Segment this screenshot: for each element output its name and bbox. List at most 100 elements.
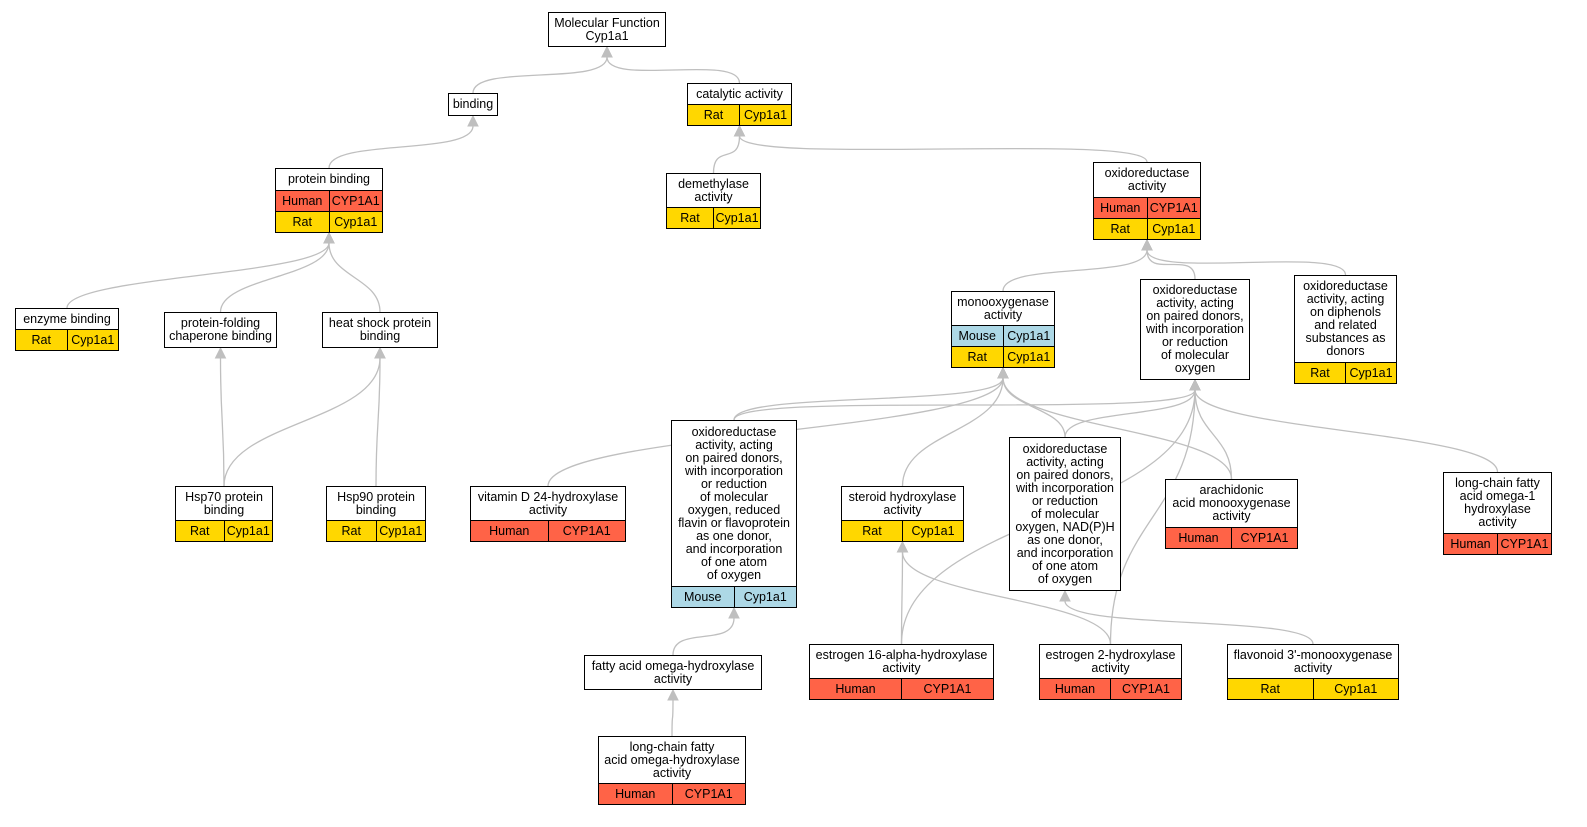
edge-hsp90-to-hsp-binding [375,357,381,487]
edge-arrowhead [1189,378,1201,391]
edge-arrowhead [997,366,1009,379]
annotation-row: Human CYP1A1 [1040,678,1181,699]
species-cell: Rat [967,349,987,364]
gene-cell: Cyp1a1 [713,208,760,228]
term-title: binding [452,97,494,111]
term-title: steroid hydroxylase activity [848,489,957,517]
species-cell: Human [835,681,876,696]
edge-arrowhead [1059,589,1071,602]
term-node-paired-donors[interactable]: oxidoreductase activity, acting on paire… [1140,279,1250,380]
term-node-lcf-omega1[interactable]: long-chain fatty acid omega-1 hydroxylas… [1443,472,1552,555]
gene-cell: Cyp1a1 [1002,347,1055,367]
term-title: long-chain fatty acid omega-1 hydroxylas… [1455,476,1540,529]
gene-cell: CYP1A1 [328,191,383,211]
species-cell: Human [615,786,656,801]
edge-diphenols-to-oxidoreductase [1146,249,1347,276]
species-cell: Rat [190,523,210,538]
species-cell: Rat [703,107,724,122]
term-node-chaperone[interactable]: protein-folding chaperone binding [164,312,277,348]
edge-protein-binding-to-binding [328,125,474,169]
species-cell: Rat [292,214,312,229]
term-title: Hsp70 protein binding [185,489,263,517]
species-cell: Human [1178,530,1219,545]
edge-nadph-to-paired-donors [1064,389,1196,438]
term-node-flavin[interactable]: oxidoreductase activity, acting on paire… [671,420,797,608]
species-cell: Rat [862,523,882,538]
term-title: Molecular Function Cyp1a1 [554,15,660,43]
edge-arrowhead [323,231,335,244]
term-node-diphenols[interactable]: oxidoreductase activity, acting on diphe… [1294,275,1397,384]
term-node-hsp-binding[interactable]: heat shock protein binding [322,312,438,348]
term-node-binding[interactable]: binding [448,93,498,116]
edge-arrowhead [728,606,740,619]
edge-fa-omega-to-flavin [672,617,735,656]
term-node-mf[interactable]: Molecular Function Cyp1a1 [548,12,666,47]
edge-arrowhead [214,346,227,359]
species-cell: Rat [1260,681,1280,696]
term-title: arachidonic acid monooxygenase activity [1172,483,1291,523]
gene-cell: Cyp1a1 [739,105,791,125]
gene-cell: CYP1A1 [1146,198,1201,218]
term-title: oxidoreductase activity, acting on diphe… [1303,279,1388,358]
edge-flavin-to-paired-donors [733,389,1196,421]
gene-cell: CYP1A1 [547,521,626,541]
gene-cell: Cyp1a1 [733,587,797,607]
gene-cell: Cyp1a1 [1002,326,1055,346]
term-title: estrogen 2-hydroxylase activity [1045,647,1176,675]
edge-steroid-to-monooxygenase [901,377,1004,487]
edge-estrogen2-to-steroid [901,551,1112,645]
annotation-row: Rat Cyp1a1 [842,520,963,541]
gene-cell: Cyp1a1 [902,521,963,541]
edge-arachidonic-to-paired-donors [1194,389,1233,480]
edge-estrogen2-to-paired-donors [1109,389,1196,645]
edge-arrowhead [896,540,909,553]
edge-binding-to-mf [472,56,608,94]
edge-monooxygenase-to-oxidoreductase [1002,249,1148,292]
edge-flavonoid-to-nadph [1064,600,1314,645]
term-title: oxidoreductase activity, acting on paire… [1015,441,1115,586]
term-node-lcf-omega[interactable]: long-chain fatty acid omega-hydroxylase … [598,736,746,805]
gene-cell: CYP1A1 [901,679,993,699]
gene-cell: CYP1A1 [1110,679,1181,699]
edge-flavin-to-monooxygenase [733,377,1004,421]
term-title: flavonoid 3'-monooxygenase activity [1233,647,1393,675]
edge-lcf-omega1-to-paired-donors [1194,389,1499,473]
edge-arrowhead [1141,238,1153,251]
term-node-nadph[interactable]: oxidoreductase activity, acting on paire… [1009,437,1121,591]
species-cell: Human [1054,681,1096,696]
term-node-fa-omega[interactable]: fatty acid omega-hydroxylase activity [584,655,762,690]
gene-cell: Cyp1a1 [1345,363,1396,383]
term-title: enzyme binding [23,311,111,326]
term-title: heat shock protein binding [328,316,432,343]
term-title: oxidoreductase activity, acting on paire… [1146,283,1244,375]
edge-chaperone-to-protein-binding [219,242,330,313]
edge-arrowhead [601,45,613,58]
edge-hsp70-to-hsp-binding [223,357,381,487]
term-title: protein binding [287,172,370,186]
term-title: Hsp90 protein binding [337,489,415,517]
